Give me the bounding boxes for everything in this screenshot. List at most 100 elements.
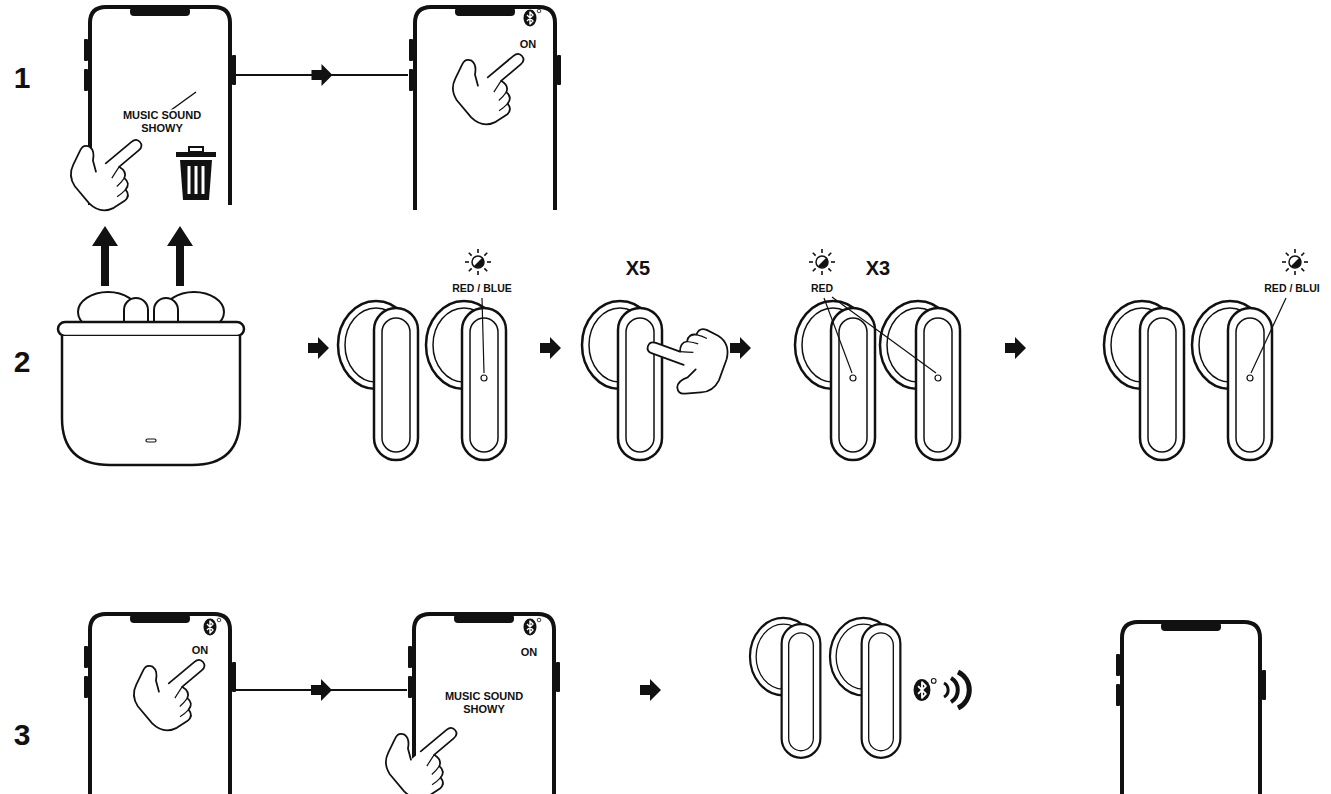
earbud-stem xyxy=(1140,308,1184,460)
phone-body xyxy=(1122,622,1260,794)
step-arrow xyxy=(540,337,561,359)
phone-notch xyxy=(1161,622,1221,631)
screen-text-wrap: MUSIC SOUND SHOWY xyxy=(117,109,207,136)
earbud-stem xyxy=(618,308,662,460)
light-ray xyxy=(813,268,816,271)
light-ray xyxy=(809,261,813,263)
phone-notch xyxy=(454,614,514,623)
light-ray xyxy=(821,249,823,253)
charging-case xyxy=(58,292,244,465)
earbud xyxy=(426,301,506,460)
pointing-hand xyxy=(122,637,226,740)
light-ray xyxy=(813,253,816,256)
bluetooth-rune xyxy=(527,621,533,633)
phone-button xyxy=(556,662,560,692)
bluetooth-rune xyxy=(527,12,533,24)
earbud xyxy=(795,301,875,460)
registered-mark xyxy=(931,679,936,684)
bluetooth-badge xyxy=(204,619,217,636)
light-circle xyxy=(1289,256,1301,268)
light-ray xyxy=(1286,268,1289,271)
hand-crease xyxy=(418,755,448,785)
screen-text: MUSIC SOUND SHOWY xyxy=(439,690,529,716)
screen-text: ON xyxy=(519,646,540,659)
led-colour-label: RED / BLUI xyxy=(1262,282,1321,295)
led-colour-label: RED / BLUE xyxy=(450,282,514,295)
light-ray xyxy=(1301,268,1304,271)
earbud xyxy=(750,618,820,758)
earbud-stem xyxy=(831,308,875,460)
pointing-hand xyxy=(637,313,734,404)
light-ray xyxy=(469,268,472,271)
hand-crease xyxy=(103,167,133,197)
phone-button xyxy=(408,646,412,668)
step-number: 3 xyxy=(12,717,33,753)
bluetooth-icon xyxy=(204,618,221,635)
screen-text: MUSIC SOUND SHOWY xyxy=(117,109,207,135)
label-wrap: 1 xyxy=(12,60,33,96)
light-half xyxy=(818,258,828,268)
phone-body xyxy=(415,7,555,210)
trash-body xyxy=(180,160,212,200)
earbud xyxy=(1104,301,1184,460)
registered-mark xyxy=(217,618,221,622)
light-ray xyxy=(465,261,469,263)
trash-slot xyxy=(195,166,198,194)
earbud-stem xyxy=(782,624,821,758)
step-number: 2 xyxy=(12,344,33,380)
bluetooth-icon xyxy=(914,679,936,701)
phone-button xyxy=(232,662,236,692)
light-ray xyxy=(484,253,487,256)
case-body xyxy=(62,336,240,465)
label-wrap: RED / BLUE xyxy=(450,278,514,296)
screen-text-wrap: ON xyxy=(518,34,539,52)
phone-button xyxy=(409,69,413,91)
light-circle xyxy=(816,256,828,268)
light-ray xyxy=(484,268,487,271)
bluetooth-rune xyxy=(207,621,213,633)
earbud-stem xyxy=(374,308,418,460)
earbud-stem-inner xyxy=(1148,318,1176,452)
bluetooth-rune xyxy=(918,682,926,698)
label-wrap: X5 xyxy=(624,256,652,280)
hand-outline xyxy=(122,637,226,740)
light-ray xyxy=(1304,261,1308,263)
led-dot xyxy=(481,375,487,381)
earbud-stem xyxy=(862,624,901,758)
led-dot xyxy=(1247,375,1253,381)
light-ray xyxy=(477,249,479,253)
earbud-stem xyxy=(462,308,506,460)
earbud-stem-inner xyxy=(382,318,410,452)
case-led xyxy=(146,439,156,442)
light-half xyxy=(1291,258,1301,268)
light-icon xyxy=(1282,249,1308,275)
phone-button xyxy=(408,676,412,698)
press-count: X3 xyxy=(864,256,892,280)
phone-button xyxy=(1116,654,1120,676)
bluetooth-icon xyxy=(524,618,541,635)
earbud-stem xyxy=(916,308,960,460)
led-dot xyxy=(935,375,941,381)
bluetooth-badge xyxy=(524,619,537,636)
hand-outline xyxy=(441,31,545,134)
sound-wave xyxy=(951,678,958,702)
phone-notch xyxy=(130,7,190,16)
earbud-stem-inner xyxy=(1236,318,1264,452)
phone-button xyxy=(1116,684,1120,706)
bluetooth-badge xyxy=(914,679,931,701)
phone-body xyxy=(90,614,230,794)
step-number: 1 xyxy=(12,60,33,96)
earbud-stem-inner xyxy=(789,633,814,751)
step-arrow xyxy=(311,679,332,701)
label-wrap: 3 xyxy=(12,717,33,753)
sound-wave xyxy=(944,683,948,697)
phone-button xyxy=(232,55,236,85)
light-ray xyxy=(821,271,823,275)
step-connector xyxy=(235,679,407,701)
step-connector xyxy=(235,64,408,86)
light-ray xyxy=(477,271,479,275)
bluetooth-icon xyxy=(524,9,541,26)
step-arrow xyxy=(640,679,661,701)
hand-outline xyxy=(59,117,163,220)
